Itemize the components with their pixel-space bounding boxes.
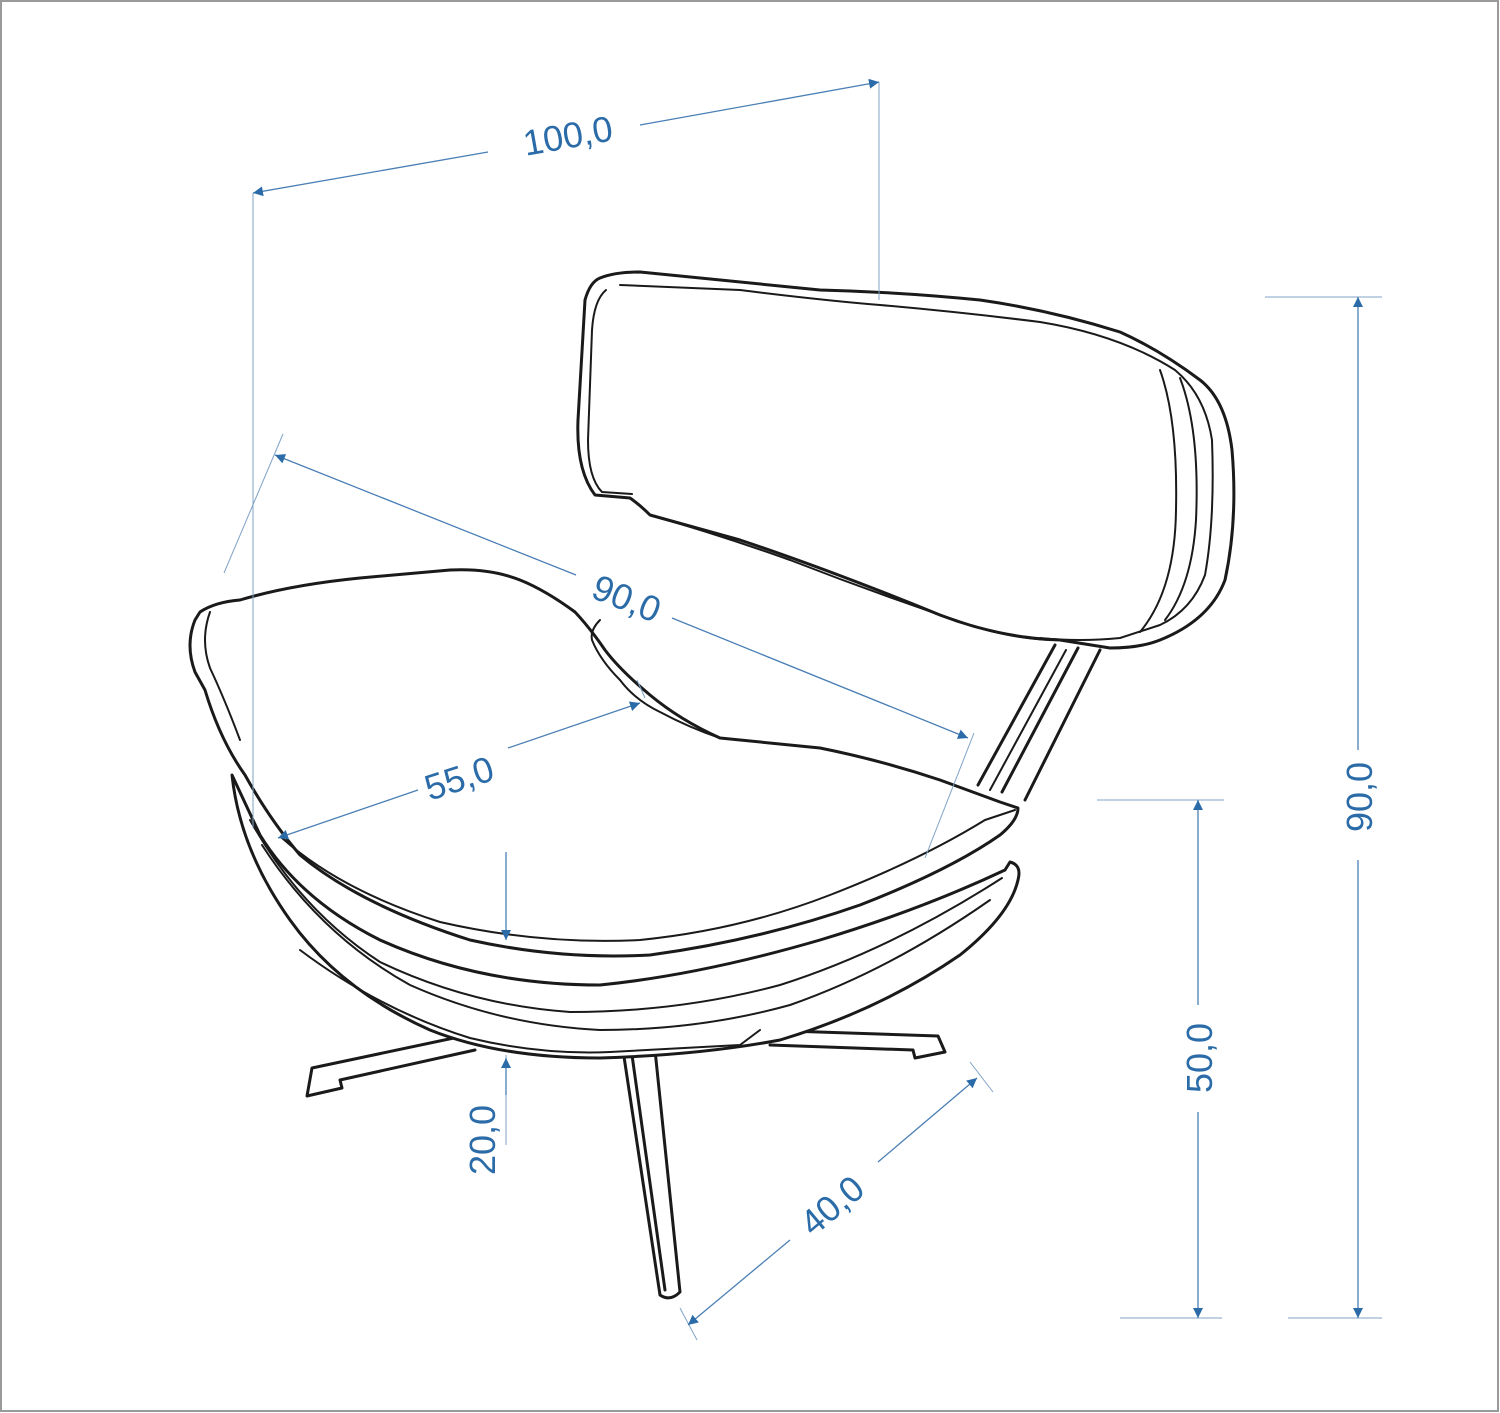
dimension-seat-height: 50,0 (1097, 799, 1224, 1319)
backrest (576, 270, 1236, 650)
backrest-support (976, 643, 1102, 802)
chair-illustration (188, 270, 1236, 1300)
dim-label-base-height: 20,0 (462, 1105, 503, 1175)
dimension-total-depth: 90,0 (223, 433, 975, 859)
seat-shell (230, 773, 1021, 1060)
dim-label-seat-height: 50,0 (1179, 1023, 1220, 1093)
dim-label-total-height: 90,0 (1339, 762, 1380, 832)
seat-cushion (188, 568, 1020, 958)
dimension-total-height: 90,0 (1265, 296, 1382, 1319)
base-legs (305, 1028, 947, 1300)
dimension-base-height: 20,0 (462, 1055, 511, 1175)
